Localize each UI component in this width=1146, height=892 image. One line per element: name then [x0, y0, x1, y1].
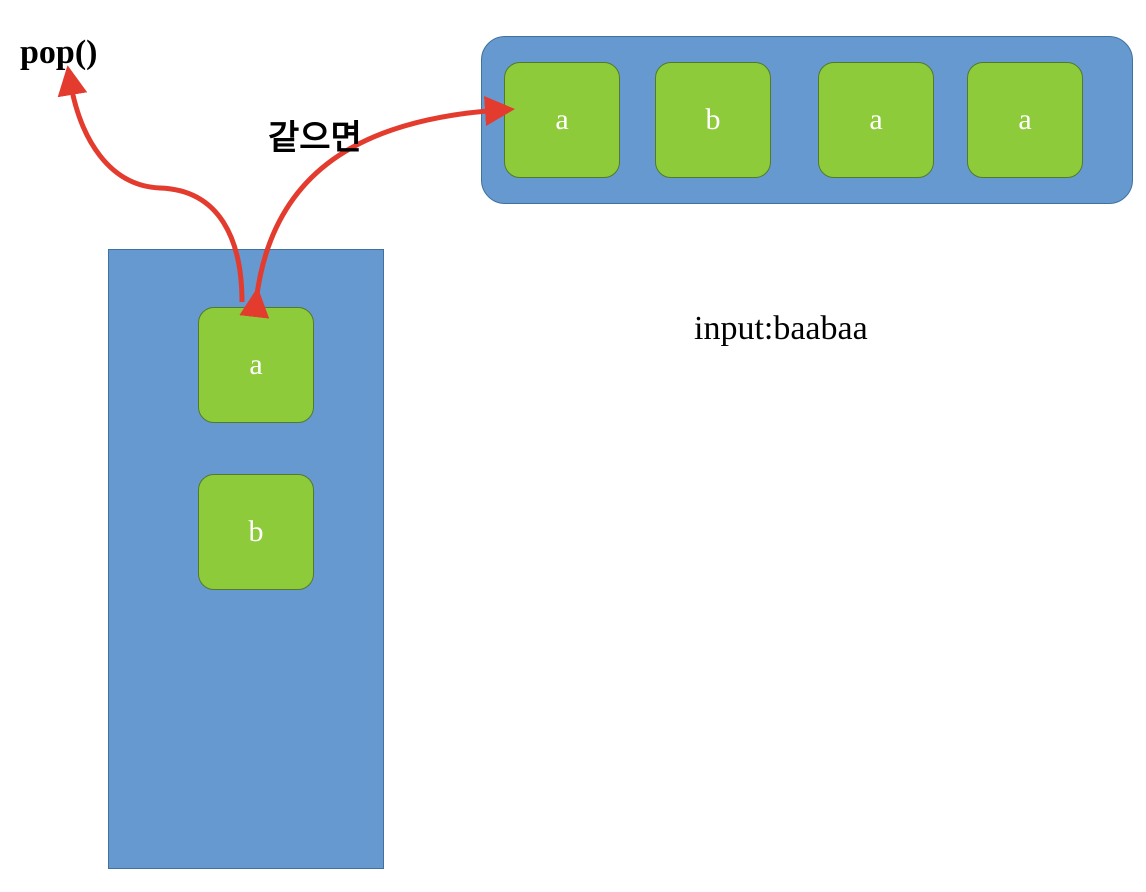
queue-cell: b [655, 62, 771, 178]
queue-cell: a [818, 62, 934, 178]
stack-cell: b [198, 474, 314, 590]
pop-label: pop() [20, 34, 98, 71]
queue-container: a b a a [481, 36, 1133, 204]
stack-cell-top: a [198, 307, 314, 423]
input-label: input:baabaa [694, 310, 868, 347]
queue-cell: a [504, 62, 620, 178]
queue-cell: a [967, 62, 1083, 178]
same-condition-label: 같으면 [268, 118, 362, 158]
stack-container: a b [108, 249, 384, 869]
